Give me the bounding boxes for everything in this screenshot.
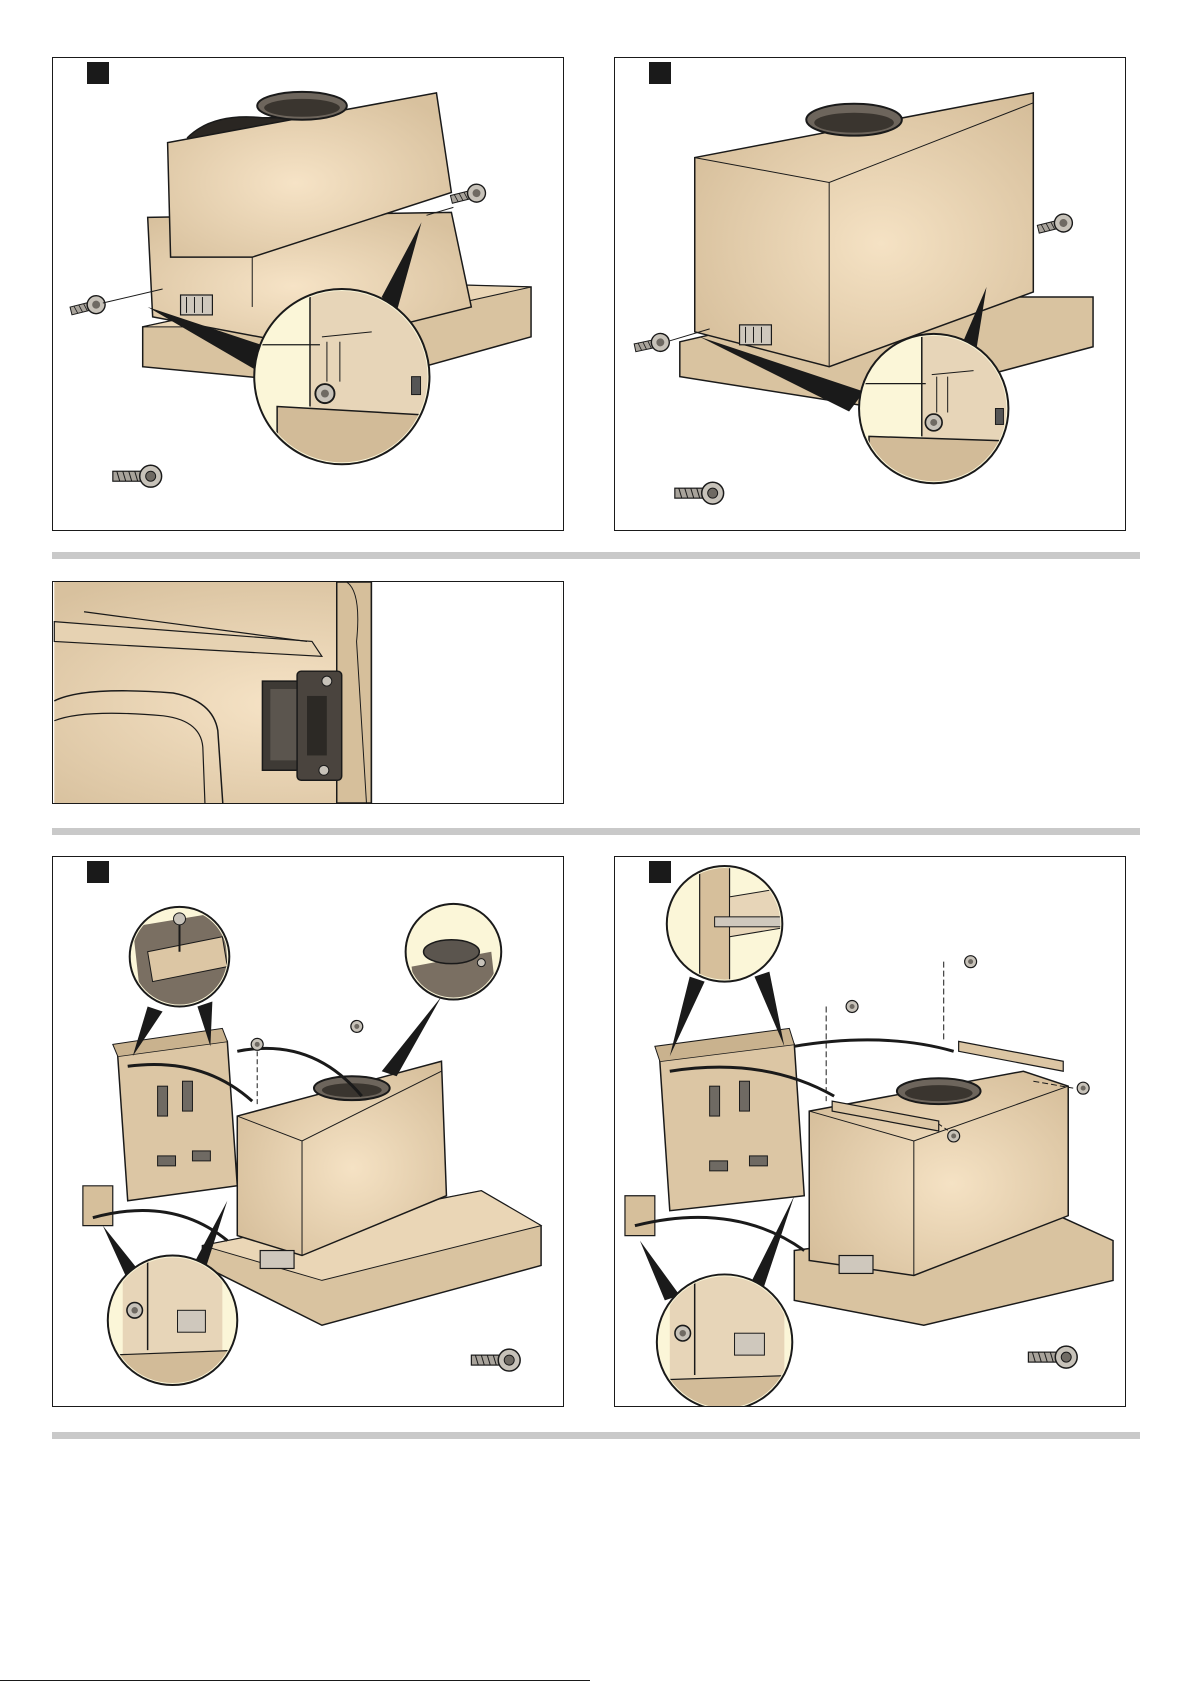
- screw-icon: [846, 1001, 858, 1013]
- section-divider: [52, 552, 1140, 559]
- screw-icon: [471, 1349, 520, 1371]
- screw-icon: [113, 465, 162, 487]
- zoom-callout-icon: [108, 1256, 242, 1395]
- zoom-callout-icon: [667, 866, 795, 987]
- screw-icon: [1036, 212, 1074, 238]
- panel-detail-c: [52, 581, 564, 804]
- screw-icon: [1028, 1346, 1077, 1368]
- screw-icon: [965, 956, 977, 968]
- screw-icon: [633, 332, 671, 357]
- section-divider: [52, 828, 1140, 835]
- screw-icon: [349, 1019, 364, 1034]
- hood-illustration-b: [615, 58, 1125, 530]
- screw-icon: [449, 182, 487, 208]
- panel-step-b: [614, 57, 1126, 531]
- footer-rule: [0, 1680, 590, 1681]
- connector-detail-illustration: [53, 582, 563, 803]
- zoom-callout-icon: [130, 907, 233, 1017]
- hood-illustration-e: [615, 857, 1125, 1406]
- zoom-callout-icon: [406, 904, 502, 1007]
- zoom-callout-icon: [655, 1274, 804, 1406]
- panel-step-a: [52, 57, 564, 531]
- panel-step-d: [52, 856, 564, 1407]
- screw-icon: [1077, 1082, 1089, 1094]
- section-divider: [52, 1432, 1140, 1439]
- screw-icon: [315, 384, 334, 403]
- screw-icon: [675, 482, 724, 504]
- screw-icon: [69, 294, 107, 320]
- hood-illustration-a: [53, 58, 563, 530]
- panel-step-e: [614, 856, 1126, 1407]
- screw-icon: [925, 414, 942, 431]
- screw-icon: [948, 1130, 960, 1142]
- hood-illustration-d: [53, 857, 563, 1406]
